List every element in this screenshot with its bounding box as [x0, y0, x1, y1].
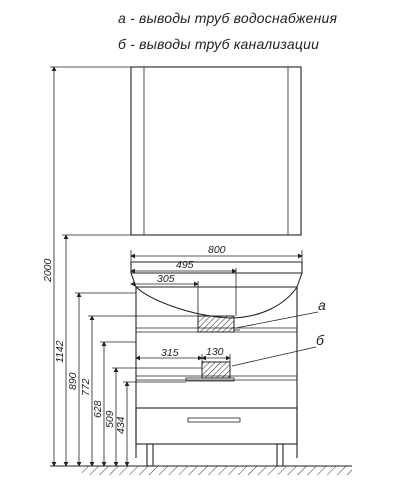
dim-1142: 1142	[54, 234, 131, 467]
dim-label-1142: 1142	[54, 340, 66, 363]
dim-305: 305	[130, 273, 199, 316]
dim-130: 130	[201, 346, 231, 362]
water-supply-outlet	[197, 311, 319, 333]
sewage-outlet	[185, 346, 317, 382]
legend-water-supply: а - выводы труб водоснабжения	[118, 10, 338, 26]
dim-434: 434	[115, 381, 186, 467]
dim-495: 495	[130, 259, 237, 316]
dim-label-890: 890	[67, 372, 79, 390]
floor	[50, 465, 352, 475]
dim-772: 772	[80, 315, 198, 467]
dim-628: 628	[92, 341, 136, 467]
dim-label-800: 800	[208, 244, 226, 256]
dim-label-130: 130	[206, 346, 224, 358]
dim-label-495: 495	[176, 259, 194, 271]
dim-label-628: 628	[92, 400, 104, 418]
legend-sewage: б - выводы труб канализации	[118, 36, 320, 52]
washbasin	[130, 261, 303, 319]
dim-509: 509	[104, 367, 202, 467]
dim-label-305: 305	[157, 273, 175, 285]
callout-a: а	[318, 297, 326, 313]
mirror-cabinet	[130, 66, 302, 236]
callout-b: б	[316, 332, 325, 348]
dim-label-509: 509	[104, 410, 116, 428]
dim-2000: 2000	[42, 66, 131, 467]
dim-890: 890	[67, 292, 136, 467]
dim-800: 800	[130, 244, 303, 262]
dim-label-315: 315	[161, 347, 179, 359]
leg-right	[276, 443, 284, 467]
dim-label-772: 772	[80, 378, 92, 396]
leg-left	[146, 443, 154, 467]
dim-315: 315	[135, 347, 203, 362]
dim-label-2000: 2000	[42, 258, 54, 283]
drawer-handle	[187, 417, 241, 423]
dim-label-434: 434	[115, 416, 127, 434]
